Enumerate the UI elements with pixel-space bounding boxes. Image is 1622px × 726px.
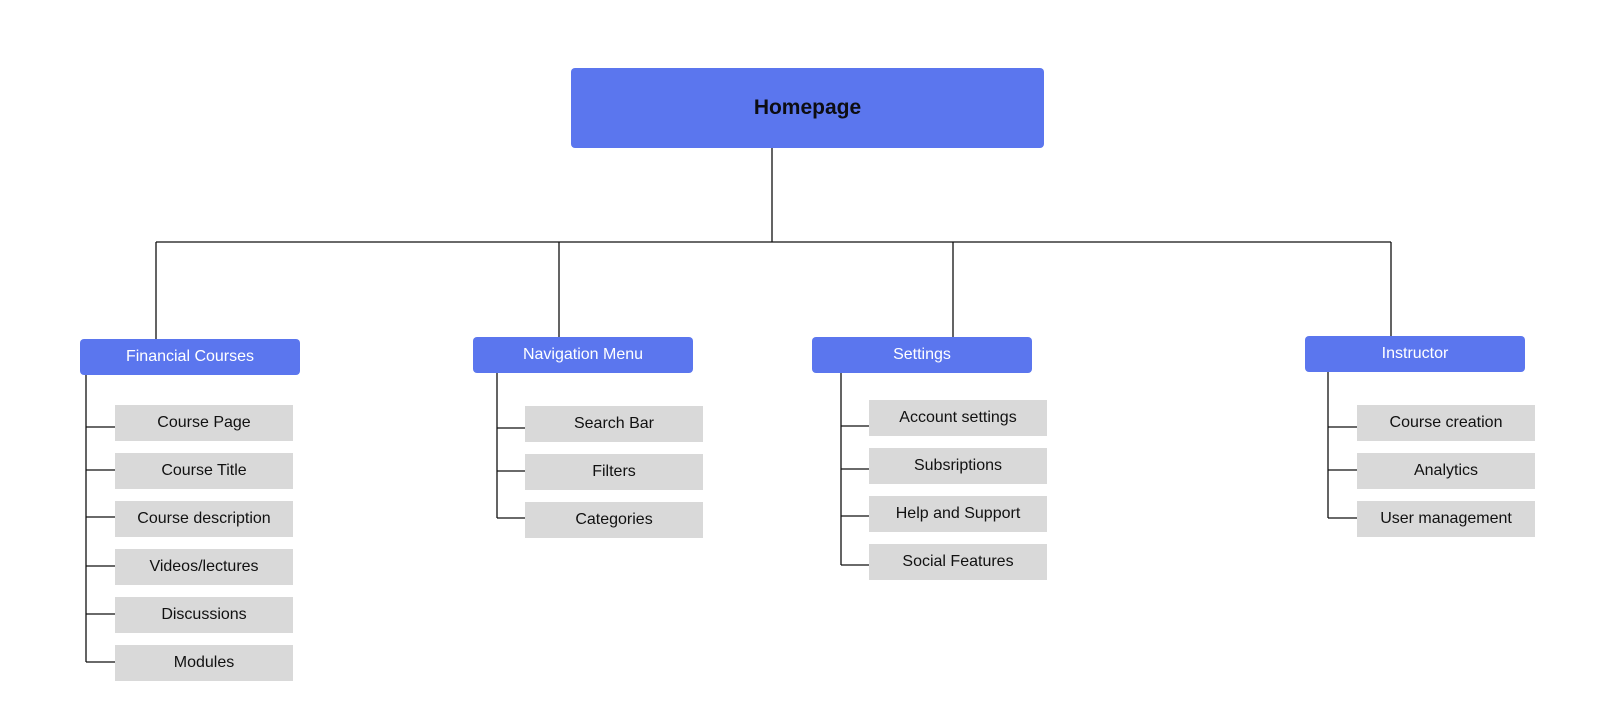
node-label: User management [1380, 510, 1512, 527]
node-label: Course creation [1389, 414, 1503, 431]
node-course-title[interactable]: Course Title [115, 453, 293, 489]
node-label: Help and Support [895, 505, 1021, 522]
section-navigation-menu[interactable]: Navigation Menu [473, 337, 693, 373]
section-label: Financial Courses [125, 348, 255, 365]
section-settings[interactable]: Settings [812, 337, 1032, 373]
node-subscriptions[interactable]: Subsriptions [869, 448, 1047, 484]
section-label: Settings [893, 346, 951, 363]
section-label: Instructor [1381, 345, 1449, 362]
node-analytics[interactable]: Analytics [1357, 453, 1535, 489]
node-filters[interactable]: Filters [525, 454, 703, 490]
homepage-label: Homepage [753, 96, 862, 119]
node-label: Course Page [157, 414, 251, 431]
node-categories[interactable]: Categories [525, 502, 703, 538]
node-account-settings[interactable]: Account settings [869, 400, 1047, 436]
node-help-and-support[interactable]: Help and Support [869, 496, 1047, 532]
node-label: Course Title [161, 462, 247, 479]
node-label: Discussions [161, 606, 247, 623]
homepage-node[interactable]: Homepage [571, 68, 1044, 148]
node-label: Subsriptions [913, 457, 1003, 474]
node-label: Filters [592, 463, 636, 480]
node-course-description[interactable]: Course description [115, 501, 293, 537]
node-label: Categories [575, 511, 653, 528]
node-label: Search Bar [573, 415, 655, 432]
node-label: Course description [137, 510, 271, 527]
section-label: Navigation Menu [522, 346, 644, 363]
node-label: Account settings [899, 409, 1017, 426]
node-course-page[interactable]: Course Page [115, 405, 293, 441]
node-videos-lectures[interactable]: Videos/lectures [115, 549, 293, 585]
node-label: Analytics [1413, 462, 1479, 479]
node-social-features[interactable]: Social Features [869, 544, 1047, 580]
node-user-management[interactable]: User management [1357, 501, 1535, 537]
node-label: Videos/lectures [149, 558, 259, 575]
node-label: Social Features [902, 553, 1014, 570]
node-search-bar[interactable]: Search Bar [525, 406, 703, 442]
node-discussions[interactable]: Discussions [115, 597, 293, 633]
section-instructor[interactable]: Instructor [1305, 336, 1525, 372]
node-label: Modules [173, 654, 235, 671]
section-financial-courses[interactable]: Financial Courses [80, 339, 300, 375]
node-course-creation[interactable]: Course creation [1357, 405, 1535, 441]
node-modules[interactable]: Modules [115, 645, 293, 681]
